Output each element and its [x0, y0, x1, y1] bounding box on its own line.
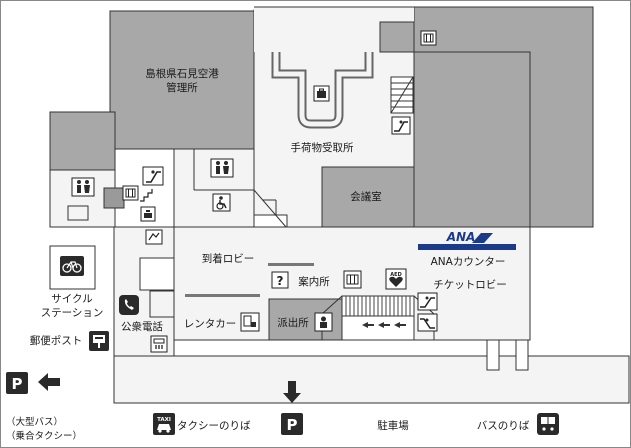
left-service-room-2	[149, 290, 175, 318]
police-icon	[314, 312, 333, 332]
ana-logo-bar	[418, 244, 516, 250]
escalator-icon	[417, 292, 438, 311]
atm-icon	[145, 229, 163, 245]
baggage-carousel-inner	[273, 52, 372, 127]
admin-office	[109, 10, 255, 150]
svg-text:?: ?	[277, 274, 284, 288]
left-service-room	[139, 257, 175, 291]
taxi-icon: TAXI	[153, 413, 175, 435]
phone-icon	[119, 295, 139, 315]
admin-office-label: 島根県石見空港	[145, 67, 219, 80]
wheelchair-icon	[212, 193, 231, 212]
ana-logo: ANA	[446, 230, 476, 244]
escalator-icon	[391, 116, 411, 135]
svg-text:P: P	[287, 416, 298, 434]
arrow-down-icon	[283, 381, 301, 403]
svg-text:AED: AED	[390, 272, 401, 278]
baggage-claim-label: 手荷物受取所	[291, 141, 354, 154]
taxi-stand-label: タクシーのりば	[177, 420, 251, 432]
post-icon	[89, 331, 109, 351]
svg-text:P: P	[12, 375, 23, 393]
left-storage	[103, 187, 125, 209]
info-counter-bar	[268, 263, 314, 266]
arrow-left-icon	[38, 373, 60, 391]
toilet-icon	[71, 177, 95, 197]
exterior-walkway	[113, 355, 630, 404]
meeting-room-label: 会議室	[350, 190, 382, 203]
svg-text:TAXI: TAXI	[157, 417, 171, 423]
information-label: 案内所	[298, 275, 330, 288]
bus-stop-label: バスのりば	[477, 420, 530, 432]
escalator-icon	[142, 166, 164, 186]
escalator-arrows	[362, 322, 406, 328]
cycle-station-label: サイクル	[51, 293, 92, 305]
pillar-1	[486, 339, 500, 371]
rental-car-label: レンタカー	[184, 318, 237, 330]
cycle-station-label-2: ステーション	[41, 307, 104, 319]
bus-note-line1: （大型バス）	[6, 416, 63, 428]
left-wall-partition	[67, 205, 89, 221]
parking-icon: P	[6, 372, 28, 394]
rental-car-icon	[240, 312, 260, 332]
bus-note-line2: （乗合タクシー）	[6, 430, 82, 442]
rental-counter-bar	[185, 294, 260, 297]
baggage-top-block	[379, 21, 415, 53]
bicycle-icon	[60, 256, 84, 276]
escalator-down-icon	[417, 313, 438, 332]
escalator-stripes	[345, 296, 411, 316]
baggage-icon	[313, 85, 330, 102]
info-icon: ?	[271, 271, 289, 289]
nursing-icon	[140, 206, 156, 222]
locker-icon	[122, 185, 139, 201]
stair-diagonal	[390, 76, 414, 114]
ana-counter-label: ANAカウンター	[431, 256, 506, 268]
right-office-block	[413, 51, 531, 228]
police-box-label: 派出所	[277, 316, 309, 329]
bicycle-parking-label: 駐車場	[377, 419, 409, 432]
atm-icon	[150, 335, 168, 353]
public-phone-label: 公衆電話	[121, 320, 163, 333]
admin-office-label-2: 管理所	[166, 81, 198, 94]
toilet-icon	[210, 158, 234, 178]
locker-icon	[343, 270, 362, 289]
arrival-lobby-label: 到着ロビー	[202, 252, 255, 265]
ticket-lobby-label: チケットロビー	[433, 279, 507, 291]
bus-icon	[537, 413, 559, 435]
ana-logo-mark	[472, 233, 493, 243]
left-office-block	[49, 111, 116, 171]
post-box-label: 郵便ポスト	[30, 334, 83, 347]
aed-icon: AED	[385, 268, 407, 290]
parking-icon: P	[281, 413, 303, 435]
stairs-icon	[140, 189, 153, 202]
pillar-2	[515, 339, 529, 371]
meeting-room	[321, 166, 415, 228]
angled-wall	[253, 189, 287, 228]
locker-icon	[420, 30, 437, 46]
